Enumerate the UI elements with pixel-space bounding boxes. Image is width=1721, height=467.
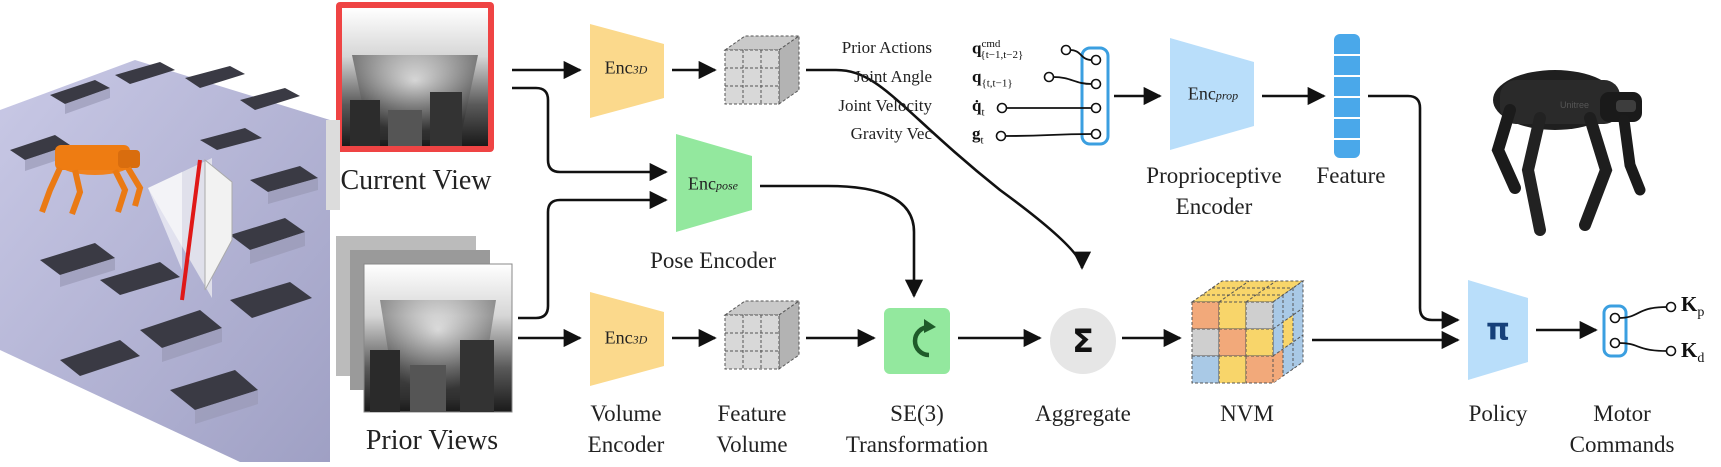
sim-robot [39,145,144,216]
aggregate-circle [1050,308,1116,374]
policy-label: Policy [1468,401,1528,426]
simulation-scene [0,60,330,462]
input-symbol-joint-angle: q{t,t−1} [972,67,1013,90]
encpose-label: Encpose [688,173,738,194]
kp-label: Kp [1681,292,1705,321]
input-symbol-joint-velocity: q̇t [972,96,985,119]
current-view-image [336,2,494,152]
feature-cube-top [723,35,801,105]
policy-block [1468,280,1528,380]
nvm-cube [1190,280,1305,384]
feature-vector [1334,34,1360,158]
enc3d-bottom-label: Enc3D [604,327,648,348]
rotate-icon [912,324,930,358]
se3-label: SE(3)Transformation [845,401,989,457]
connections [512,60,1598,350]
aggregate-label: Aggregate [1035,401,1131,426]
prior-views-label: Prior Views [365,425,499,456]
input-symbol-gravity-vec: gt [972,124,984,147]
prior-views-stack [336,236,513,413]
proprio-mux [995,44,1110,146]
input-symbol-prior-actions: qcmd{t−1,t−2} [972,38,1024,62]
feature-cube-bottom [723,300,801,370]
pose-encoder-label: Pose Encoder [650,248,776,273]
input-name-joint-velocity: Joint Velocity [838,96,932,115]
pi-symbol: π [1486,312,1510,348]
input-name-joint-angle: Joint Angle [854,67,932,86]
current-view-label: Current View [340,165,492,196]
input-name-prior-actions: Prior Actions [841,38,932,57]
encpose-block [676,134,752,232]
enc3d-bottom-block [590,292,664,386]
kd-label: Kd [1681,338,1705,367]
encprop-label: Encprop [1187,83,1239,104]
encprop-block [1170,38,1254,150]
feature-label: Feature [1316,163,1386,188]
motor-mux [1602,301,1677,358]
svg-text:Unitree: Unitree [1560,100,1589,110]
sigma-symbol: Σ [1072,322,1094,360]
input-name-gravity-vec: Gravity Vec [850,124,932,143]
nvm-label: NVM [1220,401,1274,426]
enc3d-top-label: Enc3D [604,57,648,78]
real-robot-image: Unitree [1491,70,1646,236]
enc3d-top-block [590,24,664,118]
